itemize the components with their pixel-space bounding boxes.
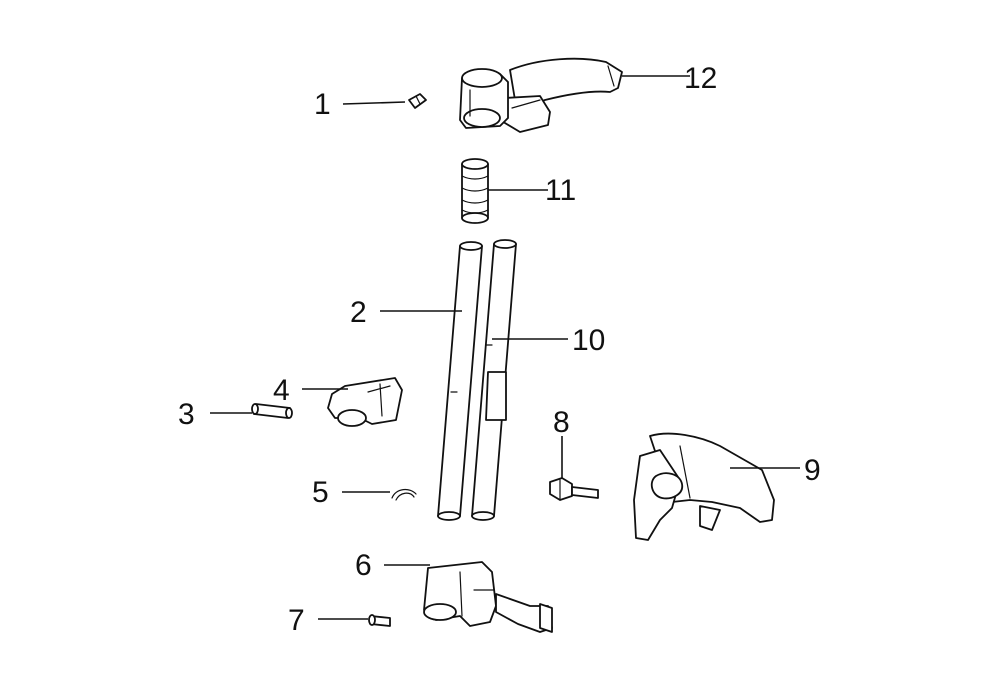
callout-2: 2 [350, 296, 367, 329]
part-5-clip [391, 488, 417, 501]
callout-7: 7 [288, 604, 305, 637]
callout-4: 4 [273, 374, 290, 407]
callout-6: 6 [355, 549, 372, 582]
callout-3: 3 [178, 398, 195, 431]
callout-5: 5 [312, 476, 329, 509]
part-11-spring [461, 158, 489, 224]
part-10-shaft [471, 239, 517, 521]
leader-line-1 [342, 101, 406, 105]
callout-1: 1 [314, 88, 331, 121]
part-2-shaft [437, 241, 483, 521]
part-4-fork-bracket [327, 377, 403, 427]
part-7-pin [368, 614, 391, 627]
callout-9: 9 [804, 454, 821, 487]
callout-11: 11 [545, 174, 576, 207]
part-1-pin [408, 93, 427, 109]
part-3-roller-pin [251, 403, 293, 419]
part-12-shift-fork-upper [459, 57, 623, 133]
part-6-shift-fork-lower [423, 561, 553, 633]
callout-12: 12 [684, 62, 717, 95]
part-9-shift-fork-large [633, 432, 775, 541]
callout-10: 10 [572, 324, 605, 357]
part-8-bolt [549, 477, 599, 501]
callout-8: 8 [553, 406, 570, 439]
